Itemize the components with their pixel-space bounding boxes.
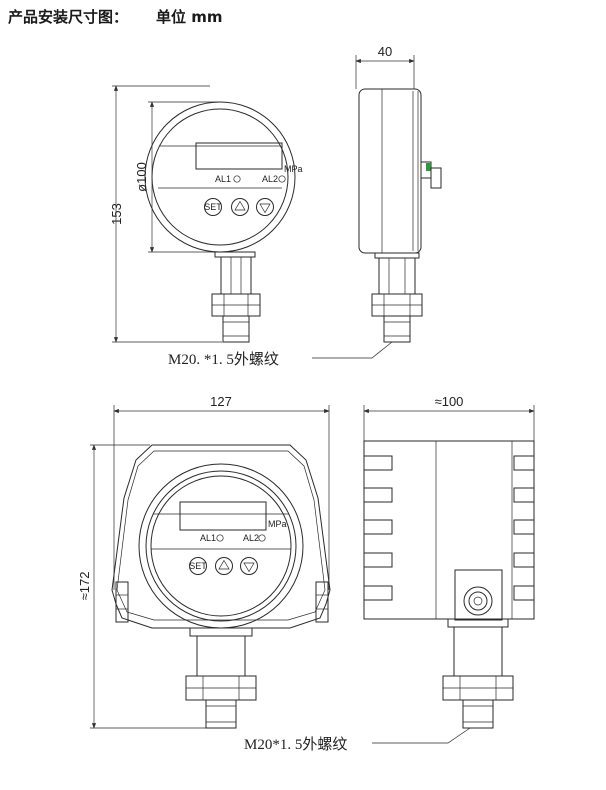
- bottom-side-view: ≈100 M20*1. 5外螺纹: [244, 394, 535, 753]
- side-thread-end: [383, 315, 411, 343]
- page-title: 产品安装尺寸图： 单位 mm: [8, 6, 223, 27]
- top-thread-leader: [312, 341, 393, 359]
- right-boss: [315, 581, 329, 623]
- down-button: [256, 198, 274, 216]
- cable-gland: [463, 586, 493, 616]
- bottom-front-view: MPa AL1 AL2 SET 127 ≈172: [77, 394, 331, 729]
- down-arrow-icon-2: [243, 562, 255, 573]
- bottom-thread-leader: [372, 727, 471, 744]
- lcd-display-2: [179, 501, 267, 531]
- set-button: SET: [204, 198, 222, 216]
- top-front-view: MPa AL1 AL2 SET 153: [109, 85, 303, 343]
- al2-label-2: AL2: [243, 533, 259, 543]
- up-button: [231, 198, 249, 216]
- stem-2: [196, 635, 246, 677]
- side-housing: [358, 88, 422, 254]
- explosion-proof-housing: [111, 444, 331, 629]
- up-button-2: [215, 557, 233, 575]
- side-width-dimension-2: ≈100: [435, 394, 464, 409]
- thread-end: [222, 315, 250, 343]
- width-dimension: 127: [210, 394, 232, 409]
- al1-label-2: AL1: [200, 533, 216, 543]
- unit-label-2: MPa: [268, 519, 287, 529]
- down-arrow-icon: [259, 203, 271, 214]
- thread-end-2: [205, 699, 237, 729]
- set-button-2: SET: [189, 557, 207, 575]
- stem: [220, 256, 252, 295]
- lcd-display: [195, 142, 283, 170]
- height-dimension-2: ≈172: [77, 572, 92, 601]
- left-boss: [115, 581, 129, 623]
- up-arrow-icon: [234, 200, 246, 211]
- height-dimension: 153: [109, 203, 124, 225]
- unit-label: MPa: [284, 164, 303, 174]
- al2-indicator: [278, 175, 286, 183]
- al1-indicator-2: [216, 534, 224, 542]
- down-button-2: [240, 557, 258, 575]
- bottom-thread-label: M20*1. 5外螺纹: [244, 736, 347, 753]
- top-side-view: 40 M20. *1. 5外螺纹: [168, 44, 442, 368]
- set-button-label-2: SET: [189, 561, 207, 571]
- side-thread-end-2: [462, 699, 494, 729]
- set-button-label: SET: [204, 202, 222, 212]
- top-thread-label: M20. *1. 5外螺纹: [168, 351, 279, 368]
- al2-label: AL2: [262, 174, 278, 184]
- al1-label: AL1: [215, 174, 231, 184]
- side-width-dimension: 40: [378, 44, 392, 59]
- title-text: 产品安装尺寸图：: [8, 8, 129, 26]
- up-arrow-icon-2: [218, 559, 230, 570]
- cable-gland-box: [454, 569, 503, 621]
- side-housing-2: [363, 440, 535, 620]
- diameter-dimension: ø100: [134, 162, 149, 192]
- al1-indicator: [233, 175, 241, 183]
- unit-note: 单位 mm: [156, 8, 223, 26]
- al2-indicator-2: [258, 534, 266, 542]
